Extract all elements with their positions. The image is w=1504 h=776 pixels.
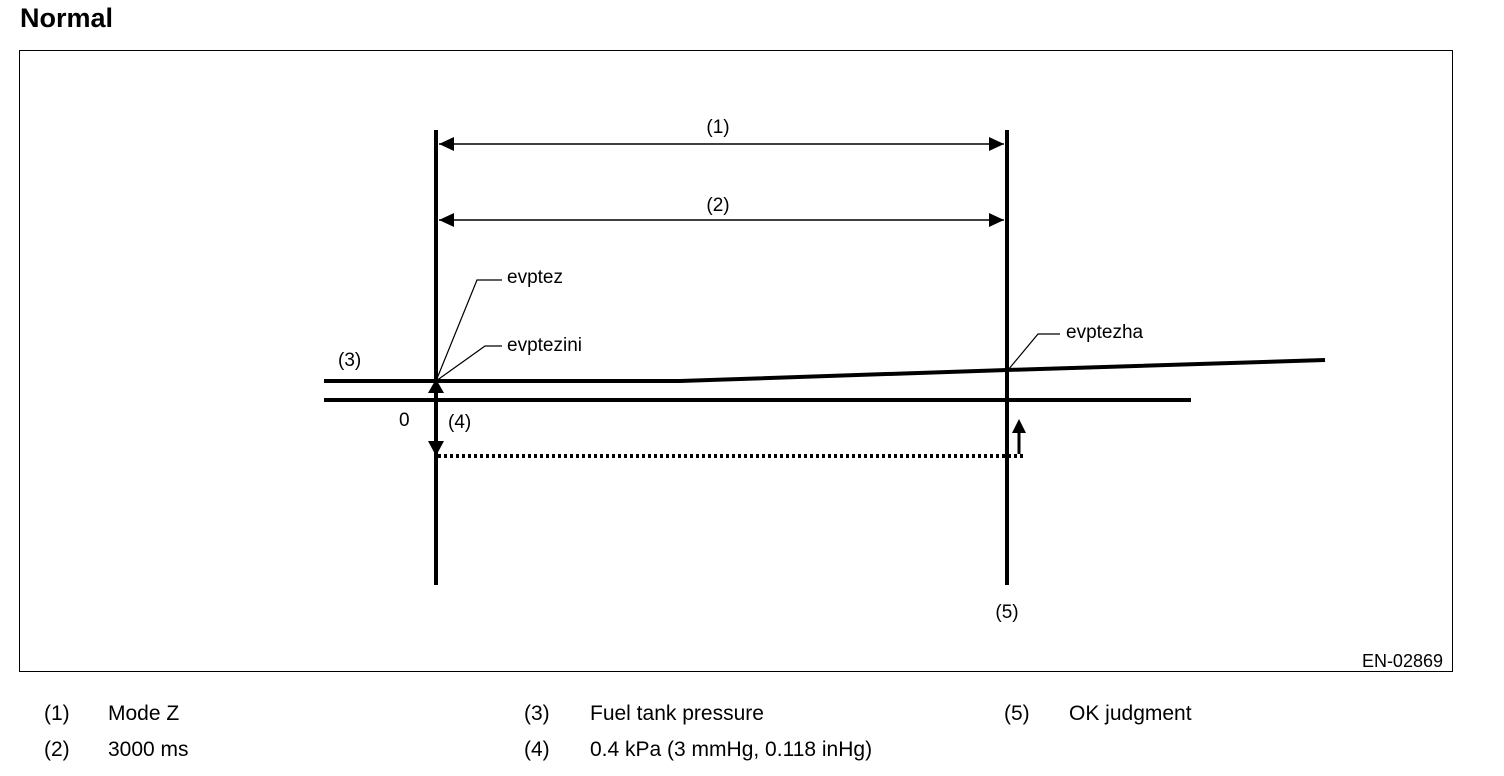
down-arrow-start bbox=[428, 441, 444, 456]
callout-ok-judgment: (5) bbox=[995, 602, 1018, 623]
legend-text-3: Fuel tank pressure bbox=[590, 702, 764, 725]
fuel-tank-pressure-line bbox=[324, 358, 1326, 383]
callout-duration: (2) bbox=[706, 195, 729, 216]
callout-mode-z: (1) bbox=[706, 117, 729, 138]
up-arrow-end bbox=[1012, 419, 1026, 454]
evptezha-label: evptezha bbox=[1066, 322, 1144, 343]
callout-threshold: (4) bbox=[448, 412, 471, 433]
evptez-leader bbox=[435, 279, 502, 382]
legend-text-5: OK judgment bbox=[1069, 702, 1192, 725]
evptezini-label: evptezini bbox=[507, 335, 582, 356]
legend-num-1: (1) bbox=[44, 702, 70, 725]
legend-text-1: Mode Z bbox=[108, 702, 180, 725]
diagram-frame bbox=[19, 50, 1453, 672]
callout-tank-pressure: (3) bbox=[338, 350, 361, 371]
duration-span-arrow bbox=[439, 213, 1004, 227]
legend-text-4: 0.4 kPa (3 mmHg, 0.118 inHg) bbox=[590, 738, 873, 761]
evptezha-leader bbox=[1007, 333, 1060, 371]
figure-id: EN-02869 bbox=[1362, 651, 1443, 671]
zero-label: 0 bbox=[399, 410, 410, 431]
mode-z-span-arrow bbox=[439, 137, 1004, 151]
legend-num-4: (4) bbox=[524, 738, 550, 761]
legend-num-3: (3) bbox=[524, 702, 550, 725]
legend-num-2: (2) bbox=[44, 738, 70, 761]
up-arrow-start bbox=[428, 379, 444, 393]
evptezini-leader bbox=[435, 345, 502, 382]
page-title: Normal bbox=[20, 3, 114, 33]
evptez-label: evptez bbox=[507, 267, 563, 288]
legend-text-2: 3000 ms bbox=[108, 738, 189, 761]
legend-num-5: (5) bbox=[1004, 702, 1030, 725]
